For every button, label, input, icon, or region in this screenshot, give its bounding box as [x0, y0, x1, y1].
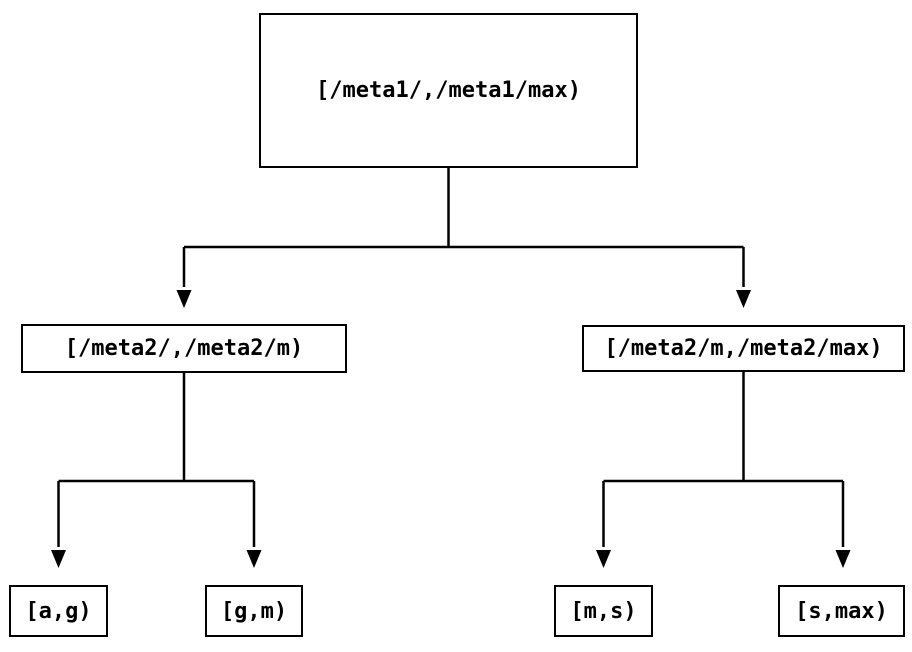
- node-root: [/meta1/,/meta1/max): [259, 13, 638, 168]
- node-label: [m,s): [570, 598, 637, 624]
- edge-meta2-high-to-leaf-smax: [835, 481, 851, 568]
- node-label: [a,g): [25, 598, 92, 624]
- arrowhead-icon: [596, 550, 611, 568]
- edge-root-to-meta2-low: [176, 168, 744, 308]
- node-label: [g,m): [220, 598, 288, 624]
- edge-meta2-low-to-leaf-ag: [51, 373, 254, 568]
- node-leaf-ms: [m,s): [554, 585, 653, 637]
- arrowhead-icon: [51, 550, 66, 568]
- arrowhead-icon: [736, 290, 751, 308]
- node-leaf-smax: [s,max): [778, 585, 905, 637]
- node-leaf-gm: [g,m): [205, 585, 303, 637]
- node-label: [/meta1/,/meta1/max): [316, 78, 581, 103]
- arrowhead-icon: [176, 290, 192, 308]
- edge-meta2-high-to-leaf-ms: [596, 372, 843, 568]
- node-label: [/meta2/m,/meta2/max): [604, 336, 883, 361]
- node-label: [/meta2/,/meta2/m): [64, 336, 304, 361]
- node-label: [s,max): [795, 598, 888, 624]
- node-meta2-high: [/meta2/m,/meta2/max): [582, 325, 905, 372]
- edge-root-to-meta2-high: [736, 247, 751, 308]
- arrowhead-icon: [246, 550, 262, 568]
- node-meta2-low: [/meta2/,/meta2/m): [21, 324, 347, 373]
- node-leaf-ag: [a,g): [9, 585, 108, 637]
- arrowhead-icon: [835, 550, 851, 568]
- edge-meta2-low-to-leaf-gm: [246, 481, 262, 568]
